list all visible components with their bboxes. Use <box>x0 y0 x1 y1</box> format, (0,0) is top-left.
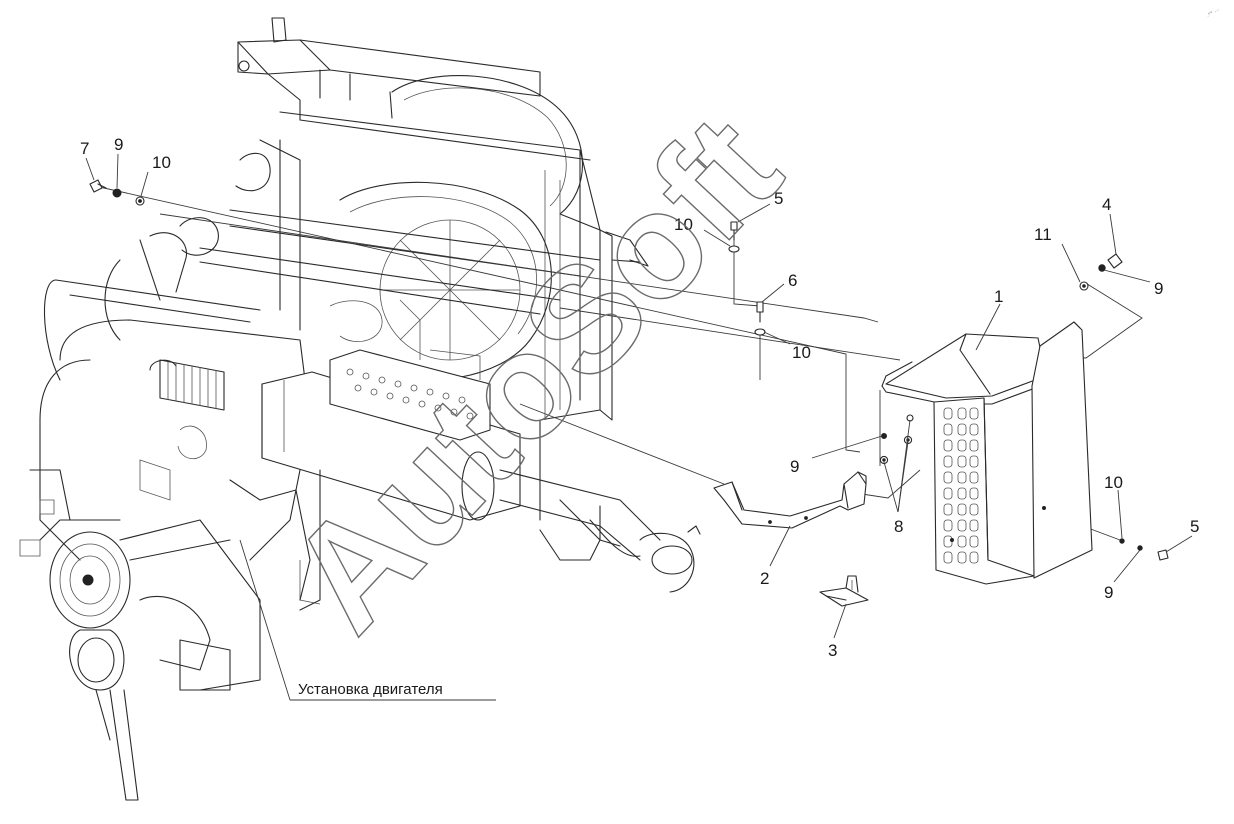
callout-4: 4 <box>1102 195 1111 214</box>
bolt-5-top <box>730 221 738 241</box>
washer-9-top <box>112 188 122 198</box>
bolt-5-low <box>1157 549 1169 561</box>
perforated-shield <box>329 349 491 441</box>
callout-11: 11 <box>1034 225 1052 244</box>
bolt-4 <box>1107 253 1123 269</box>
callout-10: 10 <box>792 343 811 362</box>
corner-mark: ·°° ··· <box>1206 7 1222 19</box>
fasteners <box>89 179 1169 561</box>
callout-6: 6 <box>788 271 797 290</box>
callout-9: 9 <box>790 457 799 476</box>
washer-9-left <box>881 433 887 439</box>
callout-5: 5 <box>774 189 783 208</box>
grille-slots <box>943 407 979 564</box>
washer-10-mid <box>728 245 740 253</box>
callout-8: 8 <box>894 517 903 536</box>
callout-labels: 7 9 10 5 10 6 10 4 11 9 1 9 8 2 3 10 5 9 <box>80 135 1199 660</box>
callout-7: 7 <box>80 139 89 158</box>
pulley <box>39 519 261 691</box>
cover-panel-part-1 <box>881 321 1093 585</box>
callout-3: 3 <box>828 641 837 660</box>
washer-10-low <box>1119 538 1125 544</box>
callout-10: 10 <box>674 215 693 234</box>
washer-9-low <box>1137 545 1143 551</box>
callout-10: 10 <box>152 153 171 172</box>
corrugated-hose <box>149 359 225 411</box>
muffler <box>261 371 521 521</box>
engine-assembly-caption: Установка двигателя <box>298 681 443 698</box>
bolt-7 <box>89 179 107 193</box>
callout-9: 9 <box>114 135 123 154</box>
washer-9-right <box>1098 264 1106 272</box>
callout-9: 9 <box>1104 583 1113 602</box>
assembly-guide-lines <box>94 185 1143 541</box>
leader-lines <box>85 153 1193 701</box>
bolt-6 <box>756 301 764 323</box>
callout-5: 5 <box>1190 517 1199 536</box>
bracket-part-3 <box>819 575 869 607</box>
callout-10: 10 <box>1104 473 1123 492</box>
bracket-part-2 <box>713 471 867 529</box>
callout-9: 9 <box>1154 279 1163 298</box>
callout-2: 2 <box>760 569 769 588</box>
callout-1: 1 <box>994 287 1003 306</box>
